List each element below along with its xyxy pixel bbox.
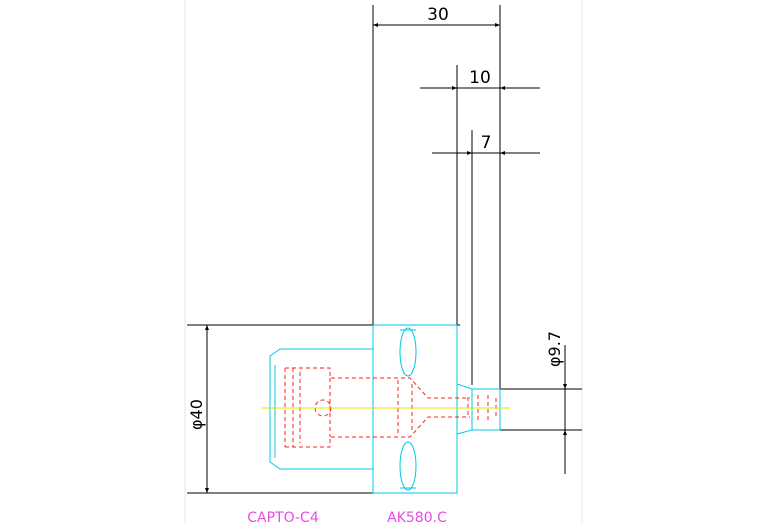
part-outline — [269, 324, 501, 494]
dim-10-label: 10 — [469, 68, 491, 88]
dim-7-label: 7 — [481, 133, 492, 153]
label-ak580c: AK580.C — [387, 510, 447, 523]
drawing-frame — [184, 0, 583, 523]
dim-phi-9-7-label: φ9.7 — [545, 331, 564, 367]
dimension-lines — [187, 5, 582, 494]
dim-phi-40-label: φ40 — [187, 399, 206, 430]
label-capto-c4: CAPTO-C4 — [247, 510, 319, 523]
dim-30-label: 30 — [427, 5, 449, 25]
